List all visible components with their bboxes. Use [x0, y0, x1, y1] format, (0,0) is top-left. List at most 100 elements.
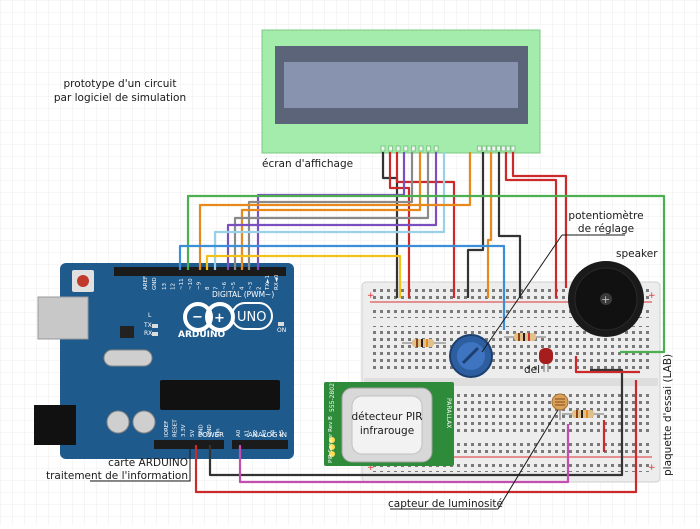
lcd-pin-pad — [418, 145, 424, 152]
digital-pin-label: 2 — [257, 287, 263, 291]
analog-pin-label: A4 — [270, 429, 276, 437]
lcd-pin-pad — [481, 145, 487, 152]
wire-red-led — [574, 356, 640, 374]
on-led-label: ON — [277, 327, 286, 334]
lcd-pin-pad — [491, 145, 497, 152]
power-pin-label: 3.3V — [181, 424, 187, 437]
wire-green-speaker — [186, 194, 666, 354]
wire-red-lcd-vo — [395, 152, 456, 298]
digital-pin-label: TX►1 — [265, 275, 271, 291]
lcd-pin-pad — [500, 145, 506, 152]
breadboard-label: plaquette d'essai (LAB) — [662, 354, 674, 476]
annotation-lines — [90, 234, 625, 510]
power-pin-label: GND — [207, 424, 213, 437]
pir-part-number: 555-28027 — [329, 379, 336, 412]
arduino-label-line1: carte ARDUINO — [108, 457, 188, 469]
screen-label: écran d'affichage — [262, 158, 353, 170]
digital-header-label: DIGITAL (PWM~) — [212, 290, 274, 299]
svg-text:+: + — [648, 291, 656, 301]
wire-pink-analog — [238, 424, 570, 484]
aref-pin-label: AREF — [143, 276, 149, 290]
lcd-pin-pad — [510, 145, 516, 152]
wire-purple-b — [226, 152, 438, 270]
wire-black-lcd-c — [497, 152, 522, 298]
digital-pin-label: 13 — [162, 283, 168, 290]
prototype-label-line2: par logiciel de simulation — [54, 92, 186, 104]
lcd-pin-pad — [476, 145, 482, 152]
arduino-brand: ARDUINO — [178, 330, 226, 340]
svg-text:+: + — [601, 293, 610, 306]
digital-pin-label: ~3 — [248, 281, 254, 290]
lcd-pin-pad — [380, 145, 386, 152]
digital-pin-label: 4 — [239, 286, 245, 290]
prototype-label-line1: prototype d'un circuit — [64, 78, 177, 90]
atmega-chip — [160, 380, 280, 410]
speaker: + — [568, 261, 644, 337]
rx-led-label: RX — [144, 330, 152, 337]
power-pin-label: Vin — [216, 428, 222, 437]
power-header-label: POWER — [198, 431, 224, 439]
lcd-screen — [261, 29, 541, 154]
speaker-label: speaker — [616, 248, 658, 260]
digital-pin-label: ~11 — [179, 278, 185, 290]
digital-pin-label: RX◄0 — [274, 274, 280, 290]
digital-pin-label: ~5 — [231, 281, 237, 290]
labels: prototype d'un circuit par logiciel de s… — [46, 78, 674, 510]
resistor-1 — [402, 339, 446, 347]
light-sensor-leader — [497, 409, 559, 510]
power-header — [154, 440, 224, 449]
wire-lightblue — [213, 152, 446, 270]
arduino-model: UNO — [237, 310, 266, 325]
potentiometer-label-line2: de réglage — [578, 223, 634, 235]
arduino-labels: DIGITAL (PWM~) ARDUINO UNO POWER ANALOG … — [143, 274, 287, 439]
digital-pin-label: ~9 — [196, 281, 202, 290]
lcd-pin-pad — [505, 145, 511, 152]
wire-red-5v — [194, 380, 638, 494]
wire-black-lcd-b — [466, 152, 485, 298]
lcd-pin-pad — [433, 145, 439, 152]
power-pin-label: 5V — [190, 430, 196, 437]
wire-orange-pin12 — [198, 152, 472, 270]
digital-header — [114, 267, 286, 276]
usb-port — [37, 296, 89, 340]
wire-gray-b — [233, 152, 430, 270]
potentiometer — [449, 334, 493, 378]
lcd-pin-pad — [403, 145, 409, 152]
svg-text:+: + — [367, 291, 375, 301]
light-sensor-label: capteur de luminosité — [388, 498, 503, 510]
wire-red-lcd-d — [504, 152, 558, 298]
wire-blue-pin — [178, 244, 506, 330]
digital-pin-label: 8 — [205, 286, 211, 290]
digital-pin-label: ~6 — [222, 281, 228, 290]
power-pin-label: IOREF — [164, 421, 170, 437]
wire-red-lcd-e — [511, 152, 568, 288]
potentiometer-leader — [481, 234, 563, 353]
led — [539, 348, 553, 372]
power-pin-label: GND — [198, 424, 204, 437]
resistor-3 — [562, 410, 604, 418]
light-sensor — [551, 393, 569, 420]
svg-text:+: + — [367, 463, 375, 473]
svg-text:+: + — [214, 311, 225, 326]
digital-pin-label: 12 — [171, 283, 177, 290]
svg-text:−: − — [192, 310, 203, 325]
wire-red-lcd-vcc — [388, 152, 411, 298]
gnd-pin-label: GND — [152, 277, 158, 290]
analog-pin-label: A3 — [262, 429, 268, 437]
potentiometer-label-line1: potentiomètre — [568, 210, 643, 222]
wire-black-gnd — [208, 368, 624, 477]
wire-orange-a — [240, 152, 422, 270]
lcd-pin-pad — [486, 145, 492, 152]
lcd-pin-pad — [388, 145, 394, 152]
analog-header — [232, 440, 288, 449]
resistor-2 — [504, 333, 546, 341]
wires — [178, 152, 666, 494]
wire-yellow-pin — [205, 254, 402, 298]
lcd-pin-row — [380, 145, 516, 152]
analog-pin-label: A5 — [279, 429, 285, 437]
power-pin-label: RESET — [173, 419, 179, 437]
